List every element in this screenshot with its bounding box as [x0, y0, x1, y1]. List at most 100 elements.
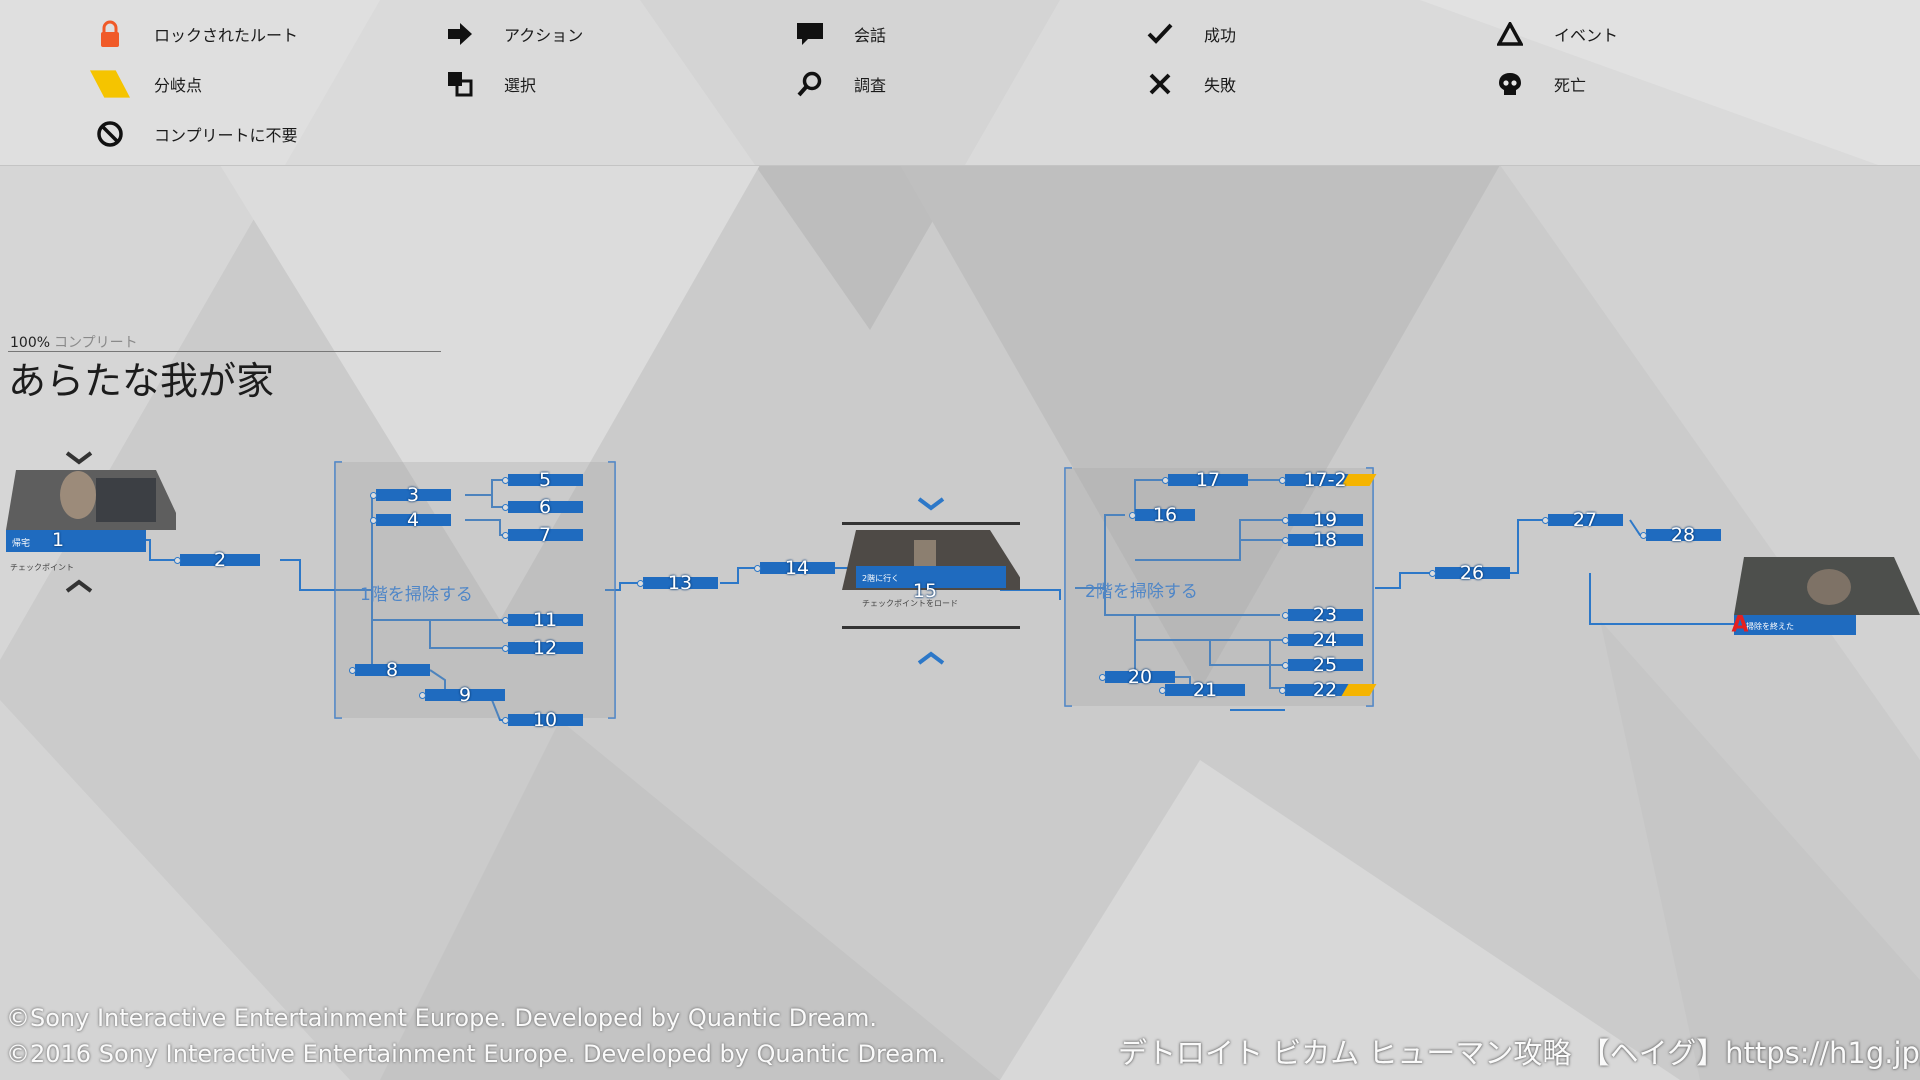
flowchart-node-number[interactable]: 25	[1312, 654, 1338, 676]
flowchart-node-number[interactable]: 15	[912, 580, 938, 602]
chevron-up-icon[interactable]	[64, 578, 94, 594]
flowchart-node-number[interactable]: 19	[1312, 509, 1338, 531]
node-connector-dot	[1159, 687, 1166, 694]
flowchart-node-number[interactable]: 21	[1192, 679, 1218, 701]
flowchart-node-number[interactable]: 17-2	[1303, 469, 1347, 491]
flowchart-node-bar[interactable]	[636, 577, 718, 589]
flowchart-node-number[interactable]: 26	[1459, 562, 1485, 584]
flowchart-node-bar[interactable]	[501, 474, 583, 486]
flowchart-node-bar[interactable]	[419, 689, 505, 701]
node-connector-dot	[369, 517, 377, 524]
chevron-up-icon[interactable]	[916, 650, 946, 666]
flowchart-node-number[interactable]: 14	[784, 557, 810, 579]
checkpoint-start[interactable]: 帰宅 チェックポイント	[6, 470, 184, 575]
legend-item-event: イベント	[1490, 16, 1618, 52]
flowchart-node-number[interactable]: 27	[1572, 509, 1598, 531]
flowchart-node-bar[interactable]	[1281, 634, 1363, 646]
chevron-down-icon[interactable]	[916, 496, 946, 512]
flowchart-node-bar[interactable]	[1129, 509, 1195, 521]
flowchart-node-number[interactable]: 24	[1312, 629, 1338, 651]
legend-label: 成功	[1204, 26, 1237, 45]
flowchart-node-number[interactable]: 16	[1152, 504, 1178, 526]
flowchart-node-bar[interactable]	[1162, 474, 1248, 486]
choice-icon	[440, 66, 480, 102]
chevron-down-icon[interactable]	[64, 450, 94, 466]
flowchart-node-number[interactable]: 8	[385, 659, 399, 681]
node-connector-dot	[1279, 687, 1286, 694]
legend-item-locked-route: ロックされたルート	[90, 16, 298, 52]
legend-item-death: 死亡	[1490, 66, 1586, 102]
node-connector-dot	[1099, 674, 1106, 681]
legend-label: アクション	[504, 26, 584, 45]
legend-label: コンプリートに不要	[154, 126, 298, 145]
legend-item-investigation: 調査	[790, 66, 886, 102]
flowchart-node-number[interactable]: 9	[458, 684, 472, 706]
flowchart[interactable]: 帰宅 チェックポイント 2階に行く チェックポイントをロード 掃除を終えた A …	[0, 440, 1920, 740]
node-connector-dot	[174, 557, 181, 564]
arrow-right-icon	[440, 16, 480, 52]
chapter-title: あらたな我が家	[8, 359, 275, 403]
flowchart-node-number[interactable]: 3	[406, 484, 420, 506]
flowchart-node-bar[interactable]	[1281, 609, 1363, 621]
legend-label: 分岐点	[154, 76, 203, 95]
flowchart-node-bar[interactable]	[501, 501, 583, 513]
flowchart-node-bar[interactable]	[174, 554, 260, 566]
flowchart-node-bar[interactable]	[753, 562, 835, 574]
flowchart-node-number[interactable]: 1	[51, 529, 65, 551]
flowchart-node-number[interactable]: 20	[1127, 666, 1153, 688]
checkpoint-sub: チェックポイント	[10, 563, 74, 572]
checkpoint-end[interactable]: 掃除を終えた	[1734, 557, 1920, 637]
node-connector-dot	[1162, 477, 1169, 484]
flowchart-node-bar[interactable]	[1639, 529, 1721, 541]
flowchart-node-number[interactable]: 6	[538, 496, 552, 518]
flowchart-node-bar[interactable]	[1279, 684, 1377, 696]
node-connector-dot	[501, 617, 509, 624]
check-icon	[1140, 16, 1180, 52]
skull-icon	[1490, 66, 1530, 102]
flowchart-node-number[interactable]: 12	[532, 637, 558, 659]
flowchart-node-bar[interactable]	[1279, 474, 1377, 486]
checkpoint-thumbnail	[1734, 557, 1920, 635]
flowchart-node-bar[interactable]	[369, 514, 451, 526]
checkpoint-15[interactable]: 2階に行く チェックポイントをロード	[842, 522, 1028, 630]
flowchart-node-bar[interactable]	[1281, 514, 1363, 526]
flowchart-node-bar[interactable]	[501, 614, 583, 626]
flowchart-node-number[interactable]: 7	[538, 524, 552, 546]
flowchart-node-number[interactable]: 28	[1670, 524, 1696, 546]
flowchart-node-bar[interactable]	[1159, 684, 1245, 696]
flowchart-node-number[interactable]: 17	[1195, 469, 1221, 491]
flowchart-node-number[interactable]: 10	[532, 709, 558, 731]
flowchart-node-number[interactable]: 22	[1312, 679, 1338, 701]
legend-label: 調査	[854, 76, 887, 95]
flowchart-node-bar[interactable]	[1281, 659, 1363, 671]
checkpoint-thumbnail	[842, 522, 1028, 629]
node-connector-dot	[1281, 662, 1289, 669]
flowchart-node-bar[interactable]	[369, 489, 451, 501]
node-connector-dot	[1281, 537, 1289, 544]
section-label-2f: 2階を掃除する	[1085, 582, 1198, 602]
flowchart-node-bar[interactable]	[501, 529, 583, 541]
flowchart-node-bar[interactable]	[348, 664, 430, 676]
flowchart-node-number[interactable]: 4	[406, 509, 420, 531]
flowchart-node-bar[interactable]	[501, 714, 583, 726]
flowchart-node-number[interactable]: 11	[532, 609, 558, 631]
speech-bubble-icon	[790, 16, 830, 52]
legend-item-failure: 失敗	[1140, 66, 1236, 102]
flowchart-node-bar[interactable]	[1428, 567, 1510, 579]
node-connector-dot	[501, 477, 509, 484]
flowchart-node-number[interactable]: 5	[538, 469, 552, 491]
flowchart-node-bar[interactable]	[1281, 534, 1363, 546]
flowchart-node-number[interactable]: 23	[1312, 604, 1338, 626]
flowchart-node-bar[interactable]	[1099, 671, 1175, 683]
flowchart-node-number[interactable]: 18	[1312, 529, 1338, 551]
flowchart-node-bar[interactable]	[1541, 514, 1623, 526]
branch-point-icon	[90, 66, 130, 102]
checkpoint-sub: チェックポイントをロード	[862, 599, 958, 608]
completion-label: コンプリート	[54, 335, 138, 351]
flowchart-node-bar[interactable]	[501, 642, 583, 654]
flowchart-node-number[interactable]: 13	[667, 572, 693, 594]
node-connector-dot	[1541, 517, 1549, 524]
legend-label: 死亡	[1554, 76, 1587, 95]
site-credit: デトロイト ビカム ヒューマン攻略 【ヘイグ】https://h1g.jp/	[1118, 1036, 1920, 1070]
flowchart-node-number[interactable]: 2	[213, 549, 227, 571]
